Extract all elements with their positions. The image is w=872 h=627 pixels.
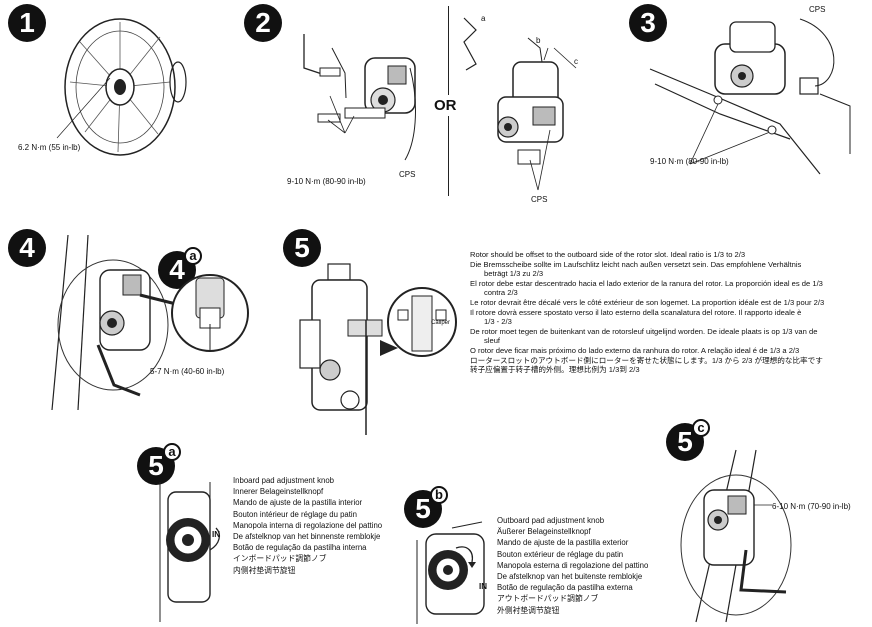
inboard-line-zh: 内侧衬垫调节旋钮 (233, 565, 296, 575)
rotor-offset-line-it: Il rotore dovrà essere spostato verso il… (470, 307, 802, 317)
caliper-adapter-illustration (463, 17, 577, 191)
or-label: OR (434, 95, 457, 116)
rotor-offset-line-de: Die Bremsscheibe sollte im Laufschlitz l… (470, 259, 802, 269)
step-4a-letter: a (184, 247, 202, 265)
outboard-line-it: Manopola esterna di regolazione del patt… (497, 560, 649, 570)
rotor-offset-line-es-2: contra 2/3 (484, 288, 518, 298)
step-5a-letter: a (163, 443, 181, 461)
rotor-offset-line-es: El rotor debe estar descentrado hacia el… (470, 278, 823, 288)
in-label-outboard: IN (479, 582, 487, 591)
torque-label-tighten: 5-7 N·m (40-60 in-lb) (150, 367, 225, 376)
rotor-offset-line-ja: ロータースロットのアウトボード側にローターを寄せた状態にします。1/3 から 2… (470, 355, 823, 365)
inboard-line-nl: De afstelknop van het binnenste remblokj… (233, 532, 381, 542)
rotor-offset-line-de-2: beträgt 1/3 zu 2/3 (484, 269, 544, 279)
step-5-number: 5 (294, 232, 310, 263)
inboard-line-it: Manopola interna di regolazione del patt… (233, 520, 383, 530)
label-a: a (481, 14, 486, 23)
rotor-offset-line-zh: 转子应偏置于转子槽的外侧。理想比例为 1/3到 2/3 (470, 365, 640, 375)
inboard-line-ja: インボードパッド調節ノブ (233, 554, 327, 564)
inboard-knob-illustration (159, 482, 221, 622)
step-4a-badge: 4 a (158, 247, 202, 289)
inboard-line-en: Inboard pad adjustment knob (233, 476, 334, 485)
inboard-line-es: Mando de ajuste de la pastilla interior (233, 498, 363, 508)
step-5b-badge: 5 b (404, 486, 448, 528)
caliper-on-frame-illustration (649, 18, 851, 175)
torque-label-rotor: 6.2 N·m (55 in-lb) (18, 143, 81, 152)
outboard-knob-illustration (416, 521, 485, 624)
step-5a-number: 5 (148, 450, 164, 481)
step-5-badge: 5 (283, 229, 321, 267)
rotor-offset-instructions: Rotor should be offset to the outboard s… (470, 250, 824, 375)
step-1-number: 1 (19, 7, 35, 38)
outboard-line-nl: De afstelknop van het buitenste remblokj… (497, 572, 643, 582)
step-1-badge: 1 (8, 4, 46, 42)
step-2-badge: 2 (244, 4, 282, 42)
cps-label-adapter: CPS (531, 195, 548, 204)
step-4-number: 4 (19, 232, 35, 263)
step-4a-number: 4 (169, 254, 185, 285)
outboard-line-de: Äußerer Belageinstellknopf (497, 527, 591, 537)
inboard-line-pt: Botão de regulação da pastilha interna (233, 543, 367, 553)
torque-label-final: 6-10 N·m (70-90 in-lb) (772, 502, 851, 511)
final-tighten-illustration (680, 449, 792, 623)
rotor-alignment-illustration (299, 263, 457, 435)
caliper-postmount-illustration (303, 34, 416, 161)
rotor-offset-line-nl-2: sleuf (484, 336, 501, 346)
step-2-number: 2 (255, 7, 271, 38)
outboard-line-zh: 外侧衬垫调节旋钮 (497, 605, 560, 615)
outboard-line-pt: Botão de regulação da pastilha externa (497, 583, 633, 593)
in-label-inboard: IN (212, 530, 220, 539)
step-5b-letter: b (430, 486, 448, 504)
step-5c-letter: c (692, 419, 710, 437)
inboard-line-fr: Bouton intérieur de réglage du patin (233, 509, 357, 519)
step-5b-number: 5 (415, 493, 431, 524)
detail-zoom-circle (171, 274, 249, 352)
outboard-line-en: Outboard pad adjustment knob (497, 516, 605, 525)
torque-label-postmount: 9-10 N·m (80-90 in-lb) (287, 177, 366, 186)
step-3-number: 3 (640, 7, 656, 38)
outboard-knob-text: Outboard pad adjustment knob Äußerer Bel… (497, 515, 648, 616)
rotor-offset-line-it-2: 1/3 - 2/3 (484, 317, 512, 327)
inboard-line-de: Innerer Belageinstellknopf (233, 487, 324, 497)
cps-label-frame: CPS (809, 5, 826, 14)
caliper-tighten-illustration (51, 234, 181, 411)
label-c: c (574, 57, 578, 66)
cps-label-postmount: CPS (399, 170, 416, 179)
rotor-illustration (56, 18, 187, 156)
step-5a-badge: 5 a (137, 443, 181, 485)
torque-label-frame: 9-10 N·m (80-90 in-lb) (650, 157, 729, 166)
rotor-offset-line-fr: Le rotor devrait être décalé vers le côt… (470, 297, 825, 307)
label-b: b (536, 36, 541, 45)
step-5c-number: 5 (677, 426, 693, 457)
outboard-line-fr: Bouton extérieur de réglage du patin (497, 549, 624, 559)
inboard-knob-text: Inboard pad adjustment knob Innerer Bela… (233, 475, 382, 576)
step-3-badge: 3 (629, 4, 667, 42)
outboard-line-ja: アウトボードパッド調節ノブ (497, 594, 599, 604)
caliper-callout-label: Caliper (431, 320, 451, 326)
rotor-offset-line-en: Rotor should be offset to the outboard s… (470, 250, 746, 259)
step-5c-badge: 5 c (666, 419, 710, 461)
step-4-badge: 4 (8, 229, 46, 267)
rotor-offset-line-nl: De rotor moet tegen de buitenkant van de… (470, 326, 818, 336)
rotor-offset-line-pt: O rotor deve ficar mais próximo do lado … (470, 345, 800, 355)
outboard-line-es: Mando de ajuste de la pastilla exterior (497, 538, 629, 548)
